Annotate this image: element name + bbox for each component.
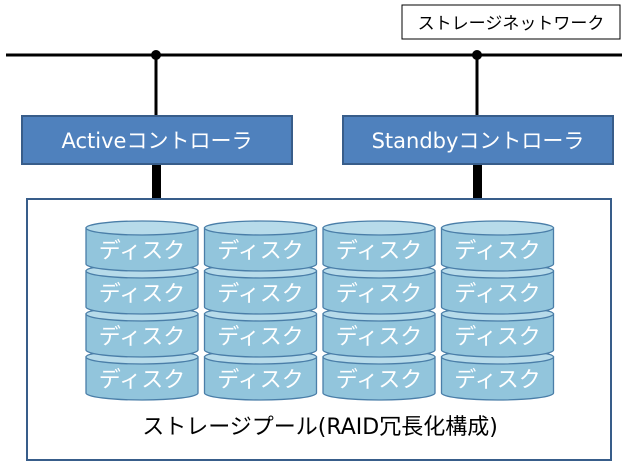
connector-standby-pool (473, 164, 482, 198)
standby-controller-box (342, 115, 614, 165)
disk-cylinder: ディスク (85, 306, 199, 358)
disk-label: ディスク (99, 239, 185, 264)
storage-pool-label: ストレージプール(RAID冗長化構成) (142, 415, 498, 440)
disk-label: ディスク (217, 282, 303, 307)
disk-label: ディスク (454, 368, 540, 393)
disk-cylinder: ディスク (440, 220, 555, 272)
active-controller-box (21, 115, 293, 165)
disk-cylinder: ディスク (322, 220, 436, 272)
disk-label: ディスク (336, 239, 422, 264)
disk-grid: ディスクディスクディスクディスクディスクディスクディスクディスクディスクディスク… (85, 220, 555, 401)
disk-label: ディスク (454, 239, 540, 264)
active-controller-label: Activeコントローラ (62, 129, 253, 153)
standby-controller-label: Standbyコントローラ (372, 129, 585, 153)
network-label: ストレージネットワーク (418, 14, 605, 34)
connector-active-pool (152, 164, 161, 198)
network-label-box (401, 4, 621, 40)
disk-label: ディスク (454, 325, 540, 350)
disk-label: ディスク (336, 325, 422, 350)
disk-label: ディスク (217, 368, 303, 393)
disk-label: ディスク (99, 282, 185, 307)
disk-label: ディスク (336, 282, 422, 307)
disk-cylinder: ディスク (440, 349, 555, 401)
disk-cylinder: ディスク (85, 220, 199, 272)
disk-label: ディスク (217, 239, 303, 264)
disk-label: ディスク (99, 368, 185, 393)
disk-label: ディスク (217, 325, 303, 350)
disk-cylinder: ディスク (440, 306, 555, 358)
disk-cylinder: ディスク (203, 220, 318, 272)
disk-label: ディスク (336, 368, 422, 393)
disk-label: ディスク (99, 325, 185, 350)
disk-label: ディスク (454, 282, 540, 307)
